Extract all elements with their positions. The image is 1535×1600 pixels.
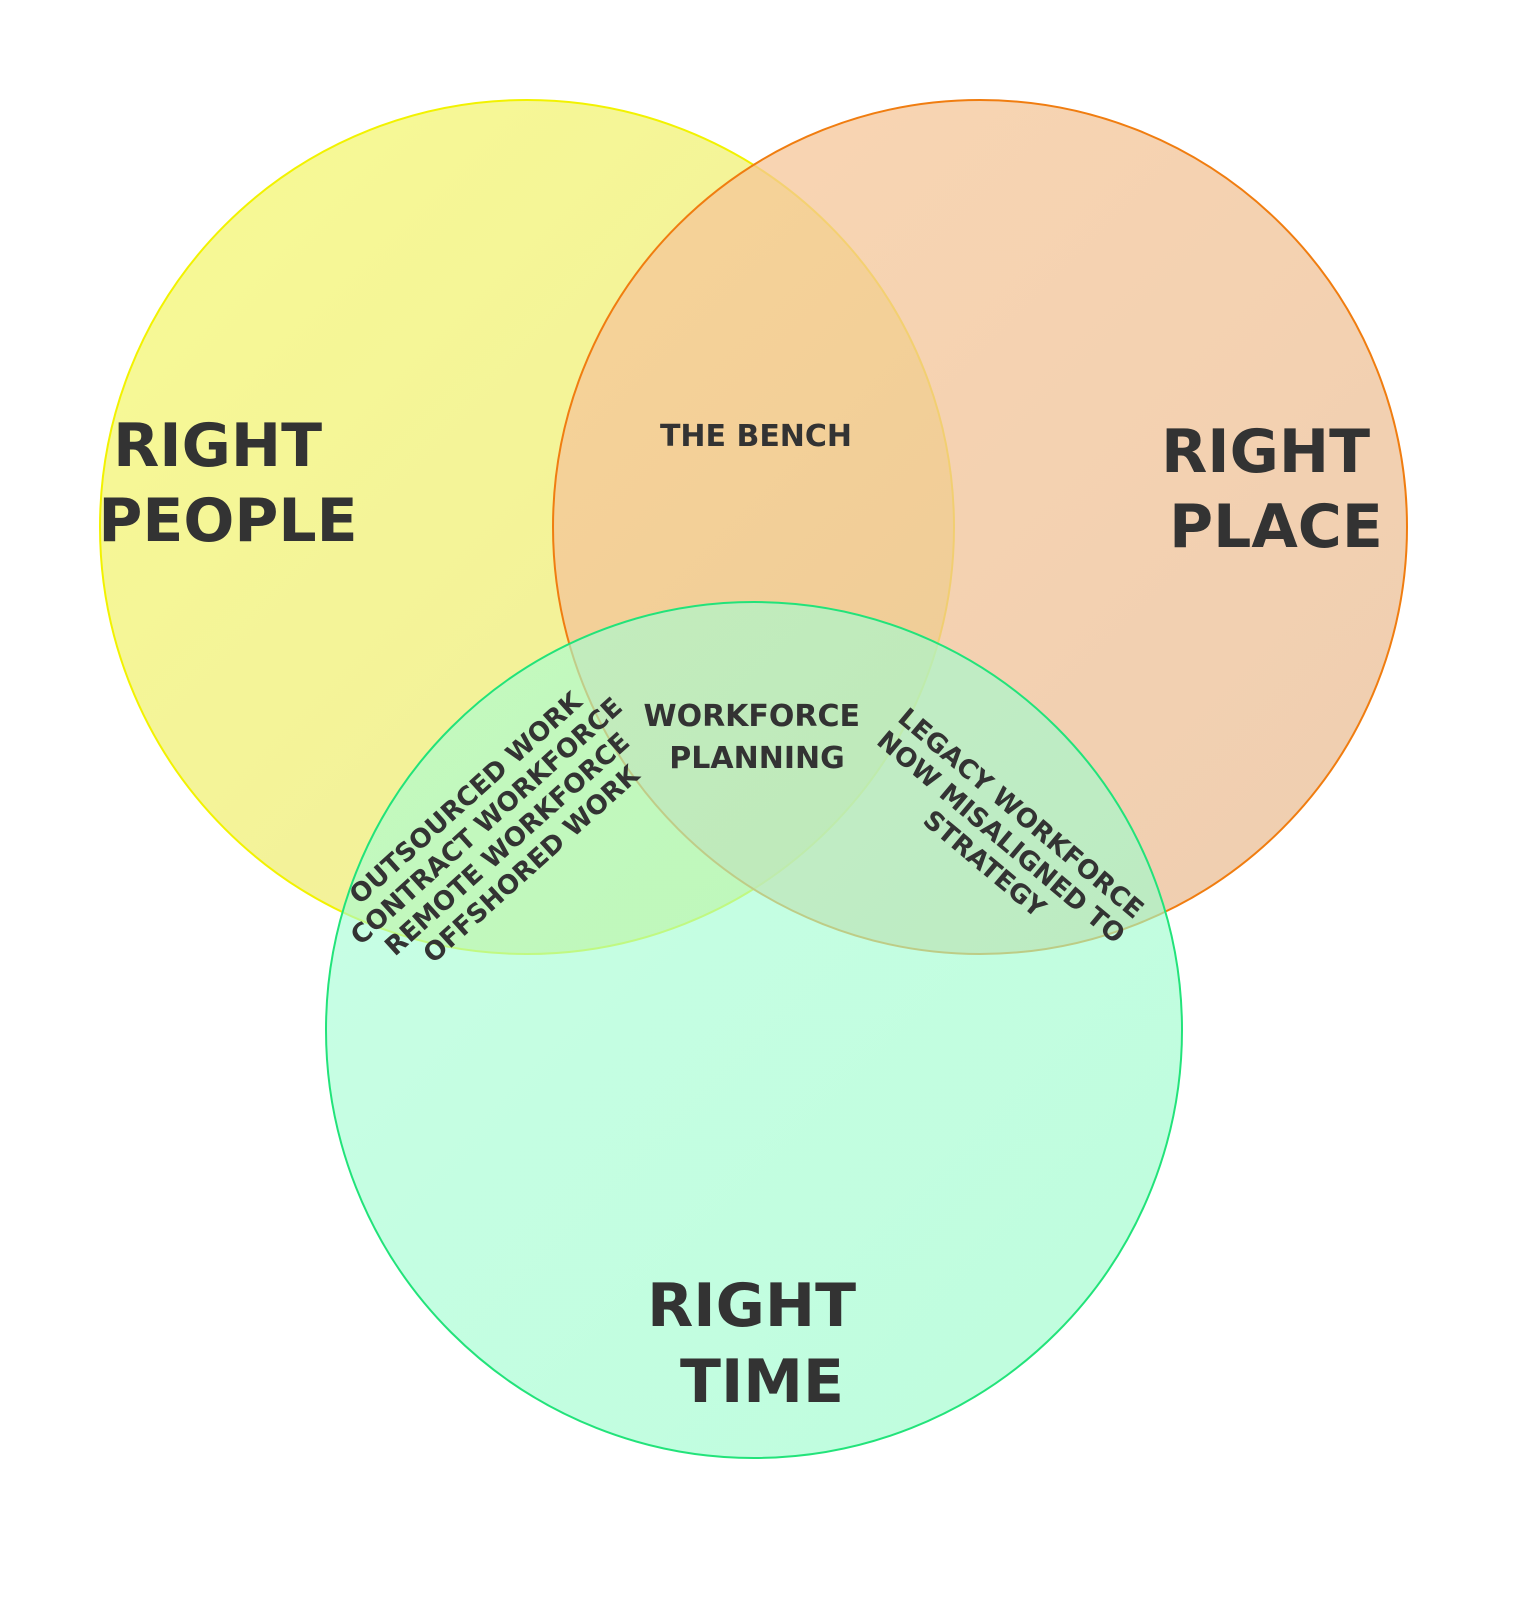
label-the-bench: THE BENCH [660, 419, 852, 454]
label-right-people: RIGHT PEOPLE [98, 411, 357, 556]
label-right-people-line2: PEOPLE [98, 486, 357, 556]
label-right-place-line2: PLACE [1169, 492, 1383, 562]
label-workforce-planning-line2: PLANNING [669, 741, 844, 776]
label-workforce-planning-line1: WORKFORCE [643, 699, 860, 734]
label-workforce-planning: WORKFORCE PLANNING [643, 699, 870, 776]
label-right-time-line1: RIGHT [647, 1271, 856, 1341]
label-right-place-line1: RIGHT [1161, 417, 1370, 487]
label-right-place: RIGHT PLACE [1161, 417, 1391, 562]
label-right-time: RIGHT TIME [647, 1271, 877, 1417]
label-right-time-line2: TIME [680, 1347, 844, 1417]
label-right-people-line1: RIGHT [113, 411, 322, 481]
circle-right-time [325, 601, 1183, 1459]
